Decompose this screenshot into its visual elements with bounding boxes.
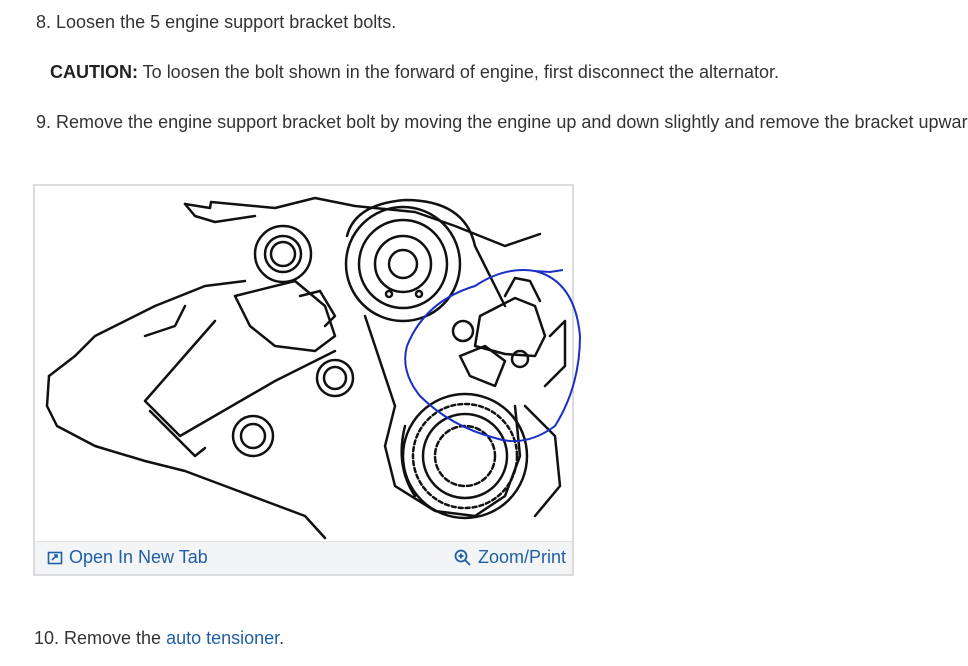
caution-label: CAUTION: xyxy=(50,62,138,82)
zoom-print-button[interactable]: Zoom/Print xyxy=(454,547,566,568)
open-in-new-tab-button[interactable]: Open In New Tab xyxy=(47,547,208,568)
zoom-print-label: Zoom/Print xyxy=(477,547,566,567)
step-10-suffix: . xyxy=(279,628,285,648)
open-in-new-tab-label: Open In New Tab xyxy=(69,547,208,567)
auto-tensioner-link[interactable]: auto tensioner xyxy=(166,628,280,648)
step-9: 9. Remove the engine support bracket bol… xyxy=(36,112,968,132)
open-new-tab-icon xyxy=(47,551,63,564)
caution-text: To loosen the bolt shown in the forward … xyxy=(138,62,780,82)
step-10-prefix: 10. Remove the xyxy=(34,628,167,648)
engine-diagram-figure: Open In New Tab Zoom/Print xyxy=(33,184,582,576)
step-10: 10. Remove the auto tensioner. xyxy=(34,628,284,649)
zoom-in-icon xyxy=(454,549,471,566)
caution-note: CAUTION: To loosen the bolt shown in the… xyxy=(50,62,779,83)
figure-toolbar: Open In New Tab Zoom/Print xyxy=(35,541,572,574)
engine-diagram-image[interactable] xyxy=(35,186,582,542)
step-8: 8. Loosen the 5 engine support bracket b… xyxy=(36,12,397,32)
annotation-circle xyxy=(404,269,582,443)
